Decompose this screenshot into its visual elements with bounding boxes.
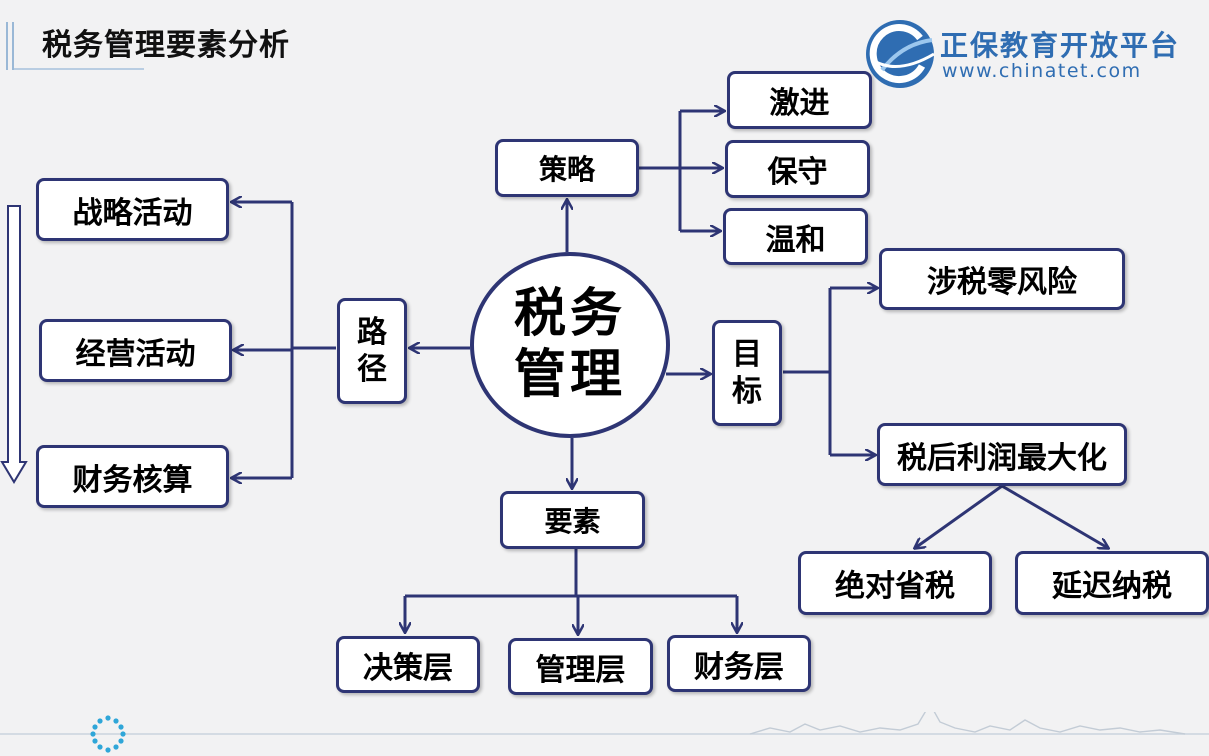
elements-finance-level: 财务层 <box>667 635 811 692</box>
dotted-ring-icon <box>90 715 126 753</box>
title-underline <box>14 68 144 70</box>
city-skyline-icon <box>749 712 1186 735</box>
elements-decision-level: 决策层 <box>336 636 480 693</box>
goal-maximize-after-tax-profit: 税后利润最大化 <box>877 423 1127 486</box>
strategy-moderate: 温和 <box>723 208 868 265</box>
page-title: 税务管理要素分析 <box>42 28 290 63</box>
path-financial-accounting: 财务核算 <box>36 445 229 508</box>
strategy-aggressive: 激进 <box>727 71 872 129</box>
goal-deferred-tax-payment: 延迟纳税 <box>1015 551 1209 615</box>
path-node: 路 径 <box>337 298 407 404</box>
logo-brand-name: 正保教育开放平台 <box>940 29 1181 62</box>
path-operating-activities: 经营活动 <box>39 319 232 382</box>
center-line-1: 税务 <box>513 283 626 344</box>
logo-brand-url: www.chinatet.com <box>942 60 1142 82</box>
path-char-2: 径 <box>357 352 387 387</box>
goal-char-2: 标 <box>732 374 762 409</box>
footer-decoration <box>0 712 1209 753</box>
goal-node: 目 标 <box>712 320 782 426</box>
strategy-conservative: 保守 <box>725 140 870 198</box>
goal-char-1: 目 <box>732 336 762 372</box>
elements-node: 要素 <box>500 491 645 549</box>
goal-zero-tax-risk: 涉税零风险 <box>879 248 1125 310</box>
path-char-1: 路 <box>357 314 387 350</box>
center-line-2: 管理 <box>513 345 626 405</box>
goal-absolute-tax-saving: 绝对省税 <box>798 551 992 615</box>
strategy-node: 策略 <box>495 139 639 197</box>
path-strategic-activities: 战略活动 <box>36 178 229 241</box>
chinatet-logo-icon <box>866 20 935 88</box>
center-node-tax-management: 税务 管理 <box>470 252 670 438</box>
elements-management-level: 管理层 <box>508 638 653 695</box>
